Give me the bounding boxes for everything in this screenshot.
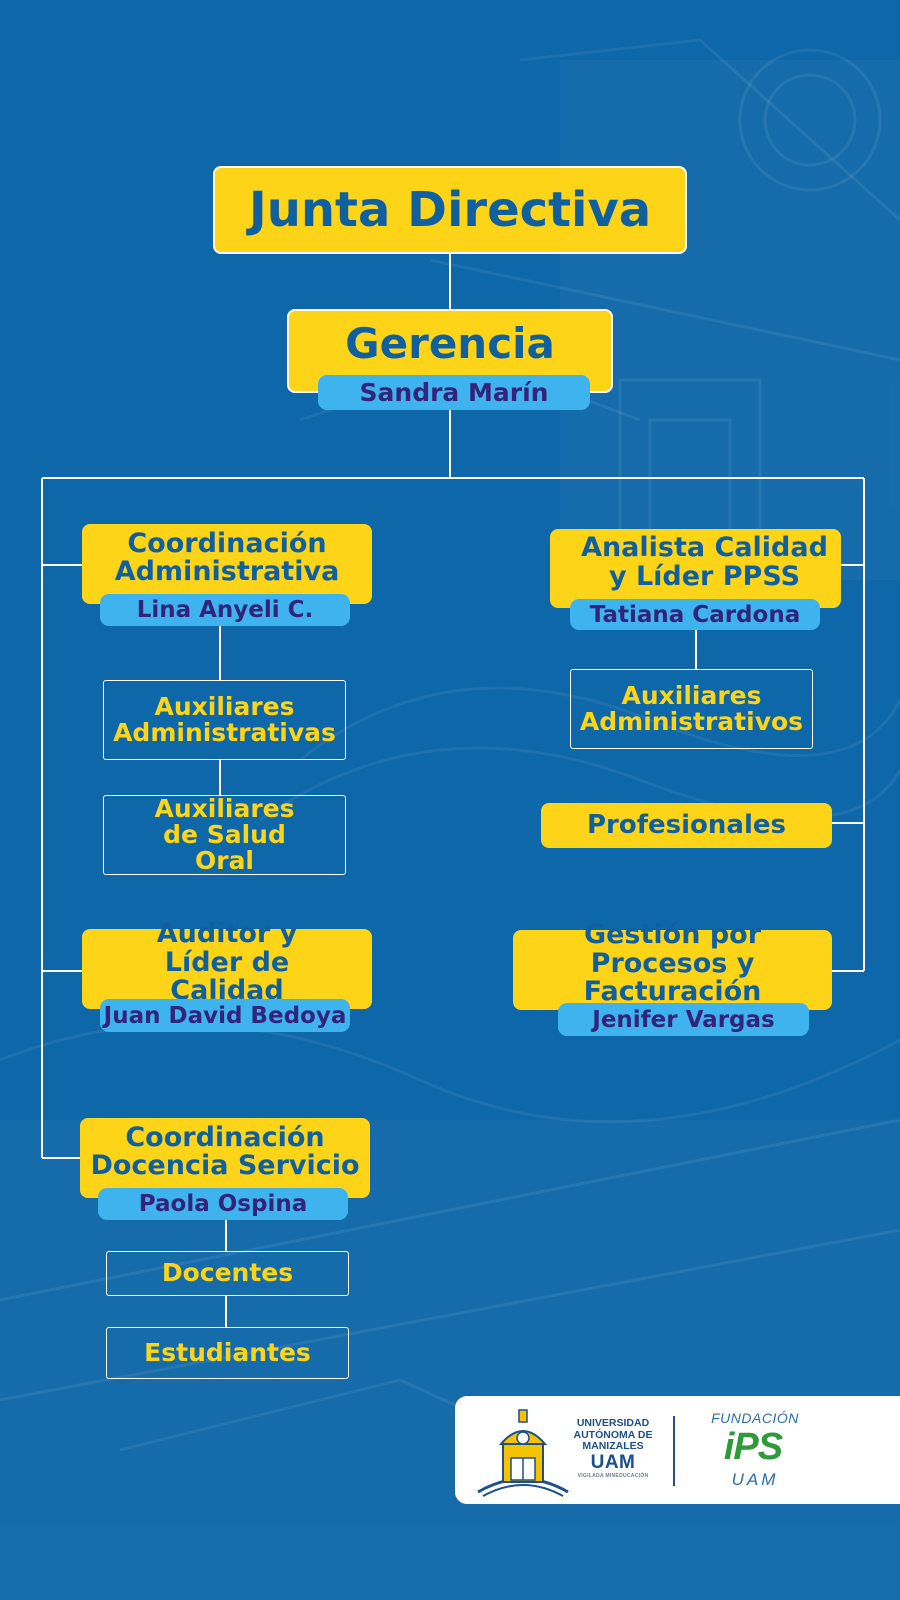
auxiliares-salud-oral-box: Auxiliares de Salud Oral bbox=[103, 795, 346, 875]
coordinacion-docencia-box: Coordinación Docencia Servicio bbox=[80, 1118, 370, 1198]
coordinacion-administrativa-name-badge: Lina Anyeli C. bbox=[100, 594, 350, 626]
uam-building-logo bbox=[477, 1409, 569, 1497]
coordinacion-docencia-name: Paola Ospina bbox=[138, 1191, 308, 1217]
auditor-calidad-box: Auditor y Líder de Calidad bbox=[82, 920, 372, 1009]
auxiliares-administrativos-label: Auxiliares Administrativos bbox=[579, 680, 804, 736]
coordinacion-administrativa-label: Coordinación Administrativa bbox=[114, 527, 340, 587]
analista-calidad-name-badge: Tatiana Cardona bbox=[570, 599, 820, 630]
analista-calidad-name: Tatiana Cardona bbox=[589, 601, 801, 628]
profesionales-label: Profesionales bbox=[586, 809, 786, 840]
ips-logo-text: iPS bbox=[723, 1426, 783, 1468]
junta-directiva-label: Junta Directiva bbox=[248, 181, 652, 238]
uam-full-name: UNIVERSIDAD AUTÓNOMA DE MANIZALES bbox=[573, 1417, 653, 1453]
uam-wordmark: UNIVERSIDAD AUTÓNOMA DE MANIZALES UAM VI… bbox=[565, 1417, 661, 1479]
junta-directiva-box: Junta Directiva bbox=[213, 166, 687, 254]
profesionales-box: Profesionales bbox=[541, 803, 832, 848]
auxiliares-administrativas-box: Auxiliares Administrativas bbox=[103, 680, 346, 760]
auditor-calidad-name-badge: Juan David Bedoya bbox=[100, 999, 350, 1032]
estudiantes-label: Estudiantes bbox=[144, 1337, 311, 1367]
gestion-procesos-name-badge: Jenifer Vargas bbox=[558, 1003, 809, 1036]
docentes-label: Docentes bbox=[161, 1258, 294, 1288]
gerencia-name: Sandra Marín bbox=[359, 378, 549, 407]
gestion-procesos-label: Gestión por Procesos y Facturación bbox=[583, 919, 762, 1008]
gestion-procesos-name: Jenifer Vargas bbox=[592, 1006, 775, 1033]
analista-calidad-box: Analista Calidad y Líder PPSS bbox=[550, 529, 841, 608]
auditor-calidad-name: Juan David Bedoya bbox=[103, 1002, 347, 1029]
docentes-box: Docentes bbox=[106, 1251, 349, 1296]
uam-short-name: UAM bbox=[590, 1451, 636, 1473]
coordinacion-administrativa-box: Coordinación Administrativa bbox=[82, 524, 372, 604]
coordinacion-docencia-name-badge: Paola Ospina bbox=[98, 1188, 348, 1220]
auxiliares-administrativas-label: Auxiliares Administrativas bbox=[113, 691, 336, 747]
fundacion-label: FUNDACIÓN bbox=[711, 1410, 799, 1426]
auxiliares-administrativos-box: Auxiliares Administrativos bbox=[570, 669, 813, 749]
uam-motto: VIGILADA MINEDUCACIÓN bbox=[577, 1472, 649, 1479]
analista-calidad-label: Analista Calidad y Líder PPSS bbox=[581, 532, 828, 592]
logo-card: UNIVERSIDAD AUTÓNOMA DE MANIZALES UAM VI… bbox=[455, 1396, 900, 1504]
gerencia-name-badge: Sandra Marín bbox=[318, 375, 590, 410]
auxiliares-salud-oral-label: Auxiliares de Salud Oral bbox=[154, 793, 295, 876]
coordinacion-administrativa-name: Lina Anyeli C. bbox=[136, 597, 314, 623]
estudiantes-box: Estudiantes bbox=[106, 1327, 349, 1379]
gestion-procesos-box: Gestión por Procesos y Facturación bbox=[513, 921, 832, 1010]
logo-divider bbox=[673, 1416, 675, 1486]
gerencia-label: Gerencia bbox=[345, 318, 555, 368]
coordinacion-docencia-label: Coordinación Docencia Servicio bbox=[90, 1121, 360, 1181]
auditor-calidad-label: Auditor y Líder de Calidad bbox=[156, 918, 298, 1007]
ips-uam-label: UAM bbox=[731, 1470, 779, 1489]
